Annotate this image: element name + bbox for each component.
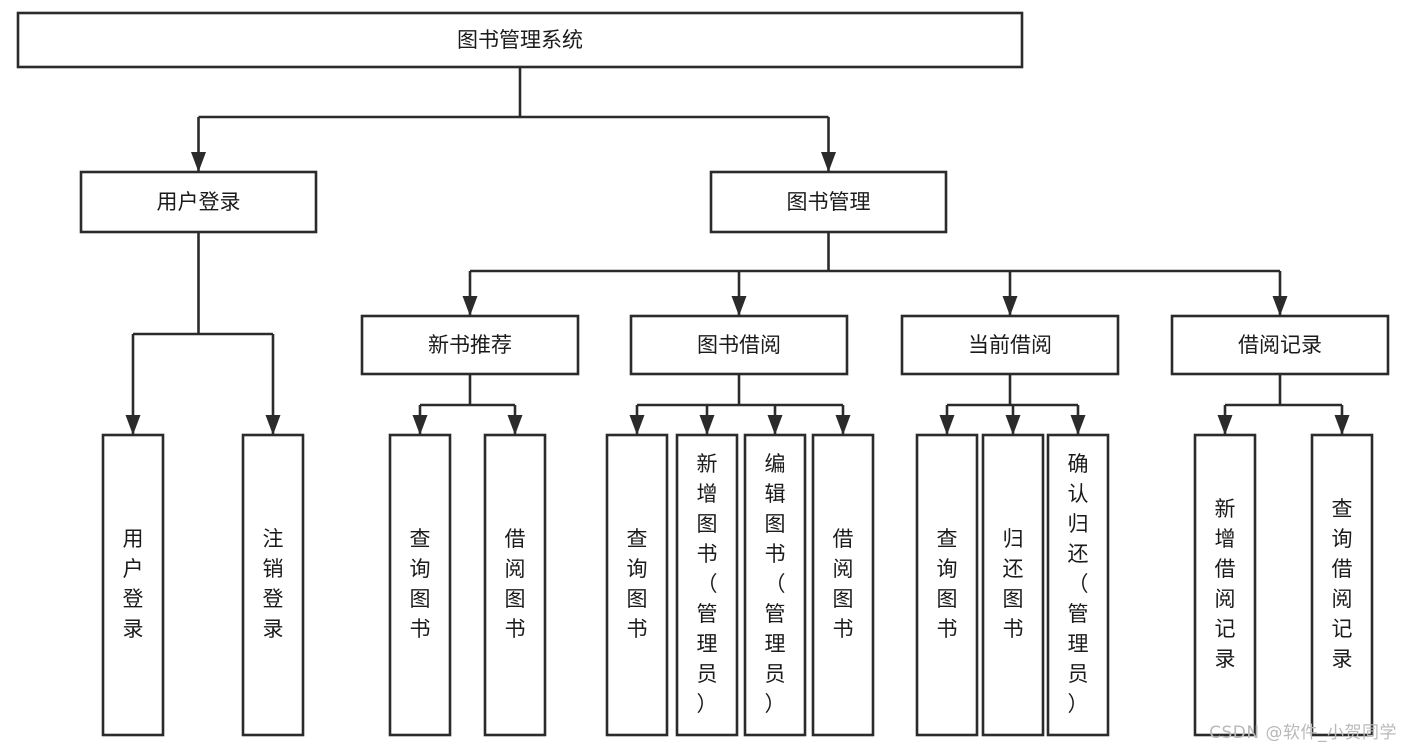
node-label-leaf-borrow-edit: 编辑图书（管理员） [765,452,786,716]
arrow-head-icon [1070,415,1086,435]
node-leaf-borrow-edit[interactable]: 编辑图书（管理员） [743,433,807,737]
node-label-leaf-user-login: 用户登录 [123,527,144,641]
connector-user-login [125,232,281,435]
node-box-leaf-user-login[interactable] [101,433,165,737]
connector-current-borrow [939,374,1086,435]
connector-book-manage [462,232,1288,316]
connector-layer [125,67,1350,435]
node-label-new-book-recommend: 新书推荐 [428,333,512,357]
node-box-root[interactable] [16,11,1024,69]
node-leaf-record-query[interactable]: 查询借阅记录 [1310,433,1374,737]
arrow-head-icon [1334,415,1350,435]
node-label-leaf-current-confirm: 确认归还（管理员） [1068,452,1089,716]
arrow-head-icon [191,152,206,172]
arrow-head-icon [462,296,478,316]
node-label-leaf-borrow-lend: 借阅图书 [833,527,854,641]
node-label-leaf-recommend-query: 查询图书 [410,527,431,641]
node-label-book-borrow: 图书借阅 [697,333,781,357]
node-box-leaf-record-query[interactable] [1310,433,1374,737]
node-leaf-borrow-add[interactable]: 新增图书（管理员） [675,433,739,737]
node-box-leaf-current-query[interactable] [915,433,979,737]
node-leaf-recommend-borrow[interactable]: 借阅图书 [483,433,547,737]
node-borrow-record[interactable]: 借阅记录 [1170,314,1390,376]
arrow-head-icon [1005,415,1021,435]
node-box-leaf-current-confirm[interactable] [1046,433,1110,737]
node-leaf-current-return[interactable]: 归还图书 [981,433,1045,737]
node-label-leaf-borrow-query: 查询图书 [627,527,648,641]
arrow-head-icon [1272,296,1288,316]
node-box-leaf-borrow-query[interactable] [605,433,669,737]
arrow-head-icon [821,152,836,172]
node-box-leaf-current-return[interactable] [981,433,1045,737]
node-user-login[interactable]: 用户登录 [79,170,318,234]
arrow-head-icon [1002,296,1018,316]
csdn-watermark: CSDN @软件_小贺同学 [1209,723,1397,743]
node-label-leaf-borrow-add: 新增图书（管理员） [697,452,718,716]
node-box-user-login[interactable] [79,170,318,234]
node-label-leaf-recommend-borrow: 借阅图书 [505,527,526,641]
node-label-leaf-user-logout: 注销登录 [263,527,284,641]
node-label-leaf-current-query: 查询图书 [937,527,958,641]
node-leaf-user-login[interactable]: 用户登录 [101,433,165,737]
node-root[interactable]: 图书管理系统 [16,11,1024,69]
arrow-head-icon [835,415,851,435]
node-label-root: 图书管理系统 [457,28,583,52]
arrow-head-icon [767,415,783,435]
connector-borrow-record [1217,374,1350,435]
node-box-leaf-recommend-query[interactable] [388,433,452,737]
node-leaf-current-query[interactable]: 查询图书 [915,433,979,737]
node-leaf-current-confirm[interactable]: 确认归还（管理员） [1046,433,1110,737]
arrow-head-icon [629,415,645,435]
connector-root [191,67,836,172]
node-book-borrow[interactable]: 图书借阅 [629,314,849,376]
node-box-leaf-user-logout[interactable] [241,433,305,737]
node-box-leaf-borrow-add[interactable] [675,433,739,737]
connector-new-book-recommend [412,374,523,435]
node-box-current-borrow[interactable] [900,314,1120,376]
node-box-new-book-recommend[interactable] [360,314,580,376]
node-book-manage[interactable]: 图书管理 [709,170,948,234]
node-label-current-borrow: 当前借阅 [968,333,1052,357]
node-current-borrow[interactable]: 当前借阅 [900,314,1120,376]
node-box-leaf-borrow-lend[interactable] [811,433,875,737]
arrow-head-icon [1217,415,1233,435]
node-label-leaf-record-query: 查询借阅记录 [1332,497,1353,671]
node-leaf-recommend-query[interactable]: 查询图书 [388,433,452,737]
node-box-book-manage[interactable] [709,170,948,234]
arrow-head-icon [731,296,747,316]
node-layer: 图书管理系统用户登录图书管理新书推荐图书借阅当前借阅借阅记录用户登录注销登录查询… [16,11,1390,737]
arrow-head-icon [699,415,715,435]
node-box-leaf-recommend-borrow[interactable] [483,433,547,737]
node-label-borrow-record: 借阅记录 [1238,333,1322,357]
node-leaf-user-logout[interactable]: 注销登录 [241,433,305,737]
node-box-book-borrow[interactable] [629,314,849,376]
node-label-book-manage: 图书管理 [787,190,871,214]
arrow-head-icon [265,415,281,435]
node-label-leaf-record-add: 新增借阅记录 [1215,497,1236,671]
node-leaf-borrow-lend[interactable]: 借阅图书 [811,433,875,737]
arrow-head-icon [125,415,141,435]
node-box-leaf-borrow-edit[interactable] [743,433,807,737]
connector-book-borrow [629,374,851,435]
node-label-leaf-current-return: 归还图书 [1003,527,1024,641]
arrow-head-icon [412,415,428,435]
node-box-leaf-record-add[interactable] [1193,433,1257,737]
node-leaf-borrow-query[interactable]: 查询图书 [605,433,669,737]
node-label-user-login: 用户登录 [157,190,241,214]
node-new-book-recommend[interactable]: 新书推荐 [360,314,580,376]
node-box-borrow-record[interactable] [1170,314,1390,376]
arrow-head-icon [939,415,955,435]
node-leaf-record-add[interactable]: 新增借阅记录 [1193,433,1257,737]
arrow-head-icon [507,415,523,435]
